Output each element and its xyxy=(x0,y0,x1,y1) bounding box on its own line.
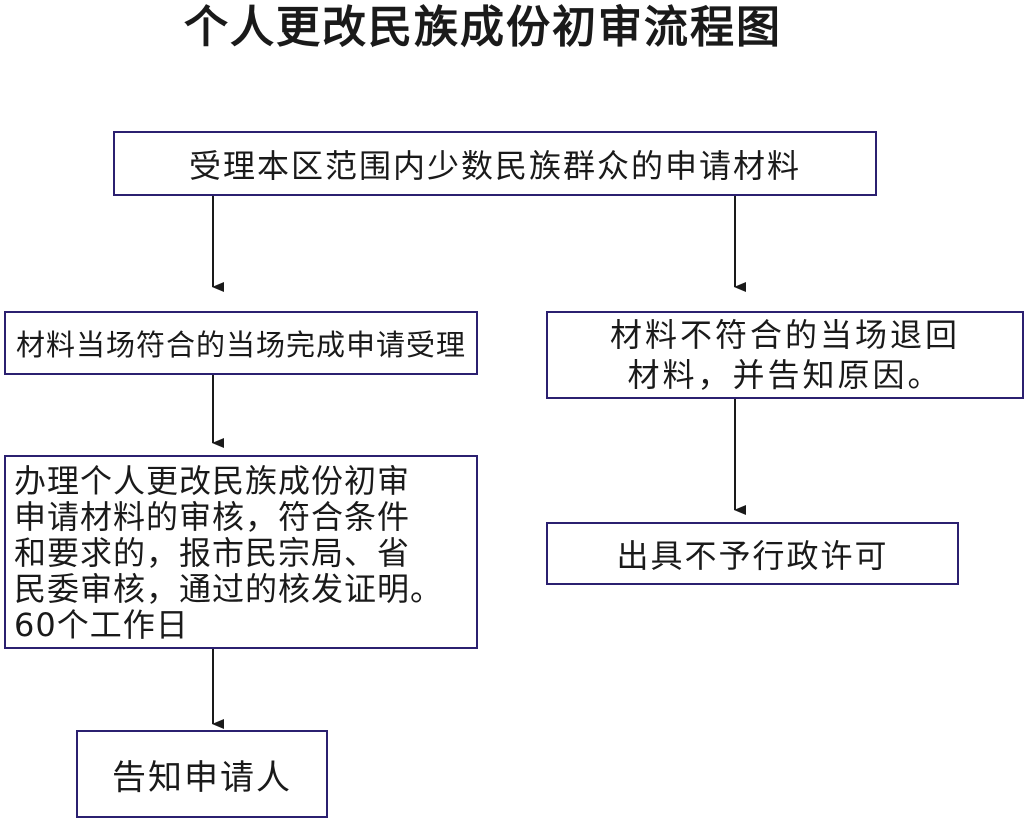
node-return-materials: 材料不符合的当场退回 材料，并告知原因。 xyxy=(546,311,1024,399)
node-return-label-line2: 材料，并告知原因。 xyxy=(627,356,943,394)
node-preliminary-review: 办理个人更改民族成份初审 申请材料的审核，符合条件 和要求的，报市民宗局、省 民… xyxy=(4,455,478,649)
diagram-title: 个人更改民族成份初审流程图 xyxy=(184,2,782,53)
node-receive-application: 受理本区范围内少数民族群众的申请材料 xyxy=(113,131,877,196)
node-return-label-line1: 材料不符合的当场退回 xyxy=(609,316,960,354)
node-deny-label: 出具不予行政许可 xyxy=(616,536,889,575)
node-review-label-line1: 办理个人更改民族成份初审 xyxy=(14,462,411,500)
node-accept-on-site: 材料当场符合的当场完成申请受理 xyxy=(4,311,478,375)
node-notify-label: 告知申请人 xyxy=(112,757,292,798)
node-deny-permit: 出具不予行政许可 xyxy=(546,522,959,585)
node-review-label-line4: 民委审核，通过的核发证明。 xyxy=(14,570,444,608)
node-review-label-line5: 60个工作日 xyxy=(14,606,189,644)
node-review-label-line3: 和要求的，报市民宗局、省 xyxy=(14,534,411,572)
node-accept-label: 材料当场符合的当场完成申请受理 xyxy=(15,328,466,362)
node-review-label-line2: 申请材料的审核，符合条件 xyxy=(14,498,411,536)
node-notify-applicant: 告知申请人 xyxy=(76,730,328,818)
node-receive-label: 受理本区范围内少数民族群众的申请材料 xyxy=(188,146,801,185)
